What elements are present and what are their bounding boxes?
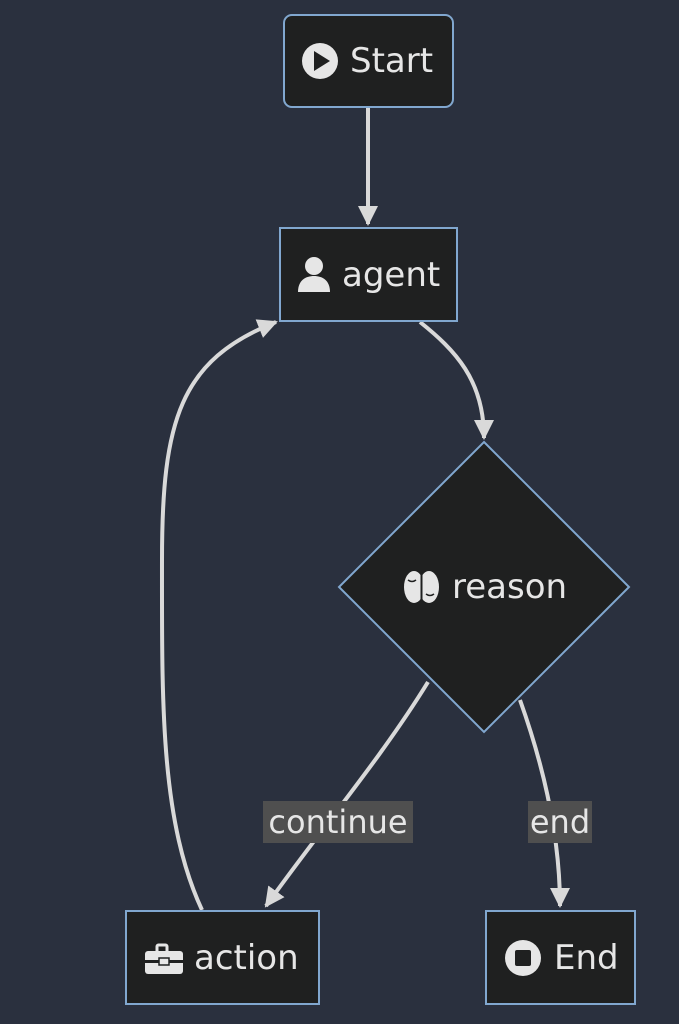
edge-label-continue-text: continue	[268, 803, 407, 841]
edge-reason-to-action	[264, 680, 430, 908]
play-circle-icon	[302, 43, 338, 79]
node-end-label: End	[554, 938, 619, 978]
node-start-label: Start	[350, 41, 433, 81]
node-agent[interactable]: agent	[279, 227, 458, 322]
node-start[interactable]: Start	[283, 14, 454, 108]
edge-label-end-text: end	[530, 803, 590, 841]
user-icon	[298, 257, 330, 292]
edge-agent-to-reason	[418, 320, 494, 440]
node-action[interactable]: action	[125, 910, 320, 1005]
stop-circle-icon	[505, 940, 541, 976]
node-end[interactable]: End	[485, 910, 636, 1005]
edges	[159, 108, 570, 911]
edge-label-continue: continue	[263, 801, 413, 843]
node-reason[interactable]: reason	[337, 440, 631, 734]
node-action-label: action	[194, 938, 299, 978]
toolbox-icon	[145, 943, 183, 974]
node-agent-label: agent	[342, 255, 440, 295]
edge-action-to-agent	[159, 319, 278, 911]
edge-label-end: end	[528, 801, 592, 843]
brain-icon	[404, 571, 439, 603]
node-reason-label: reason	[452, 567, 567, 607]
